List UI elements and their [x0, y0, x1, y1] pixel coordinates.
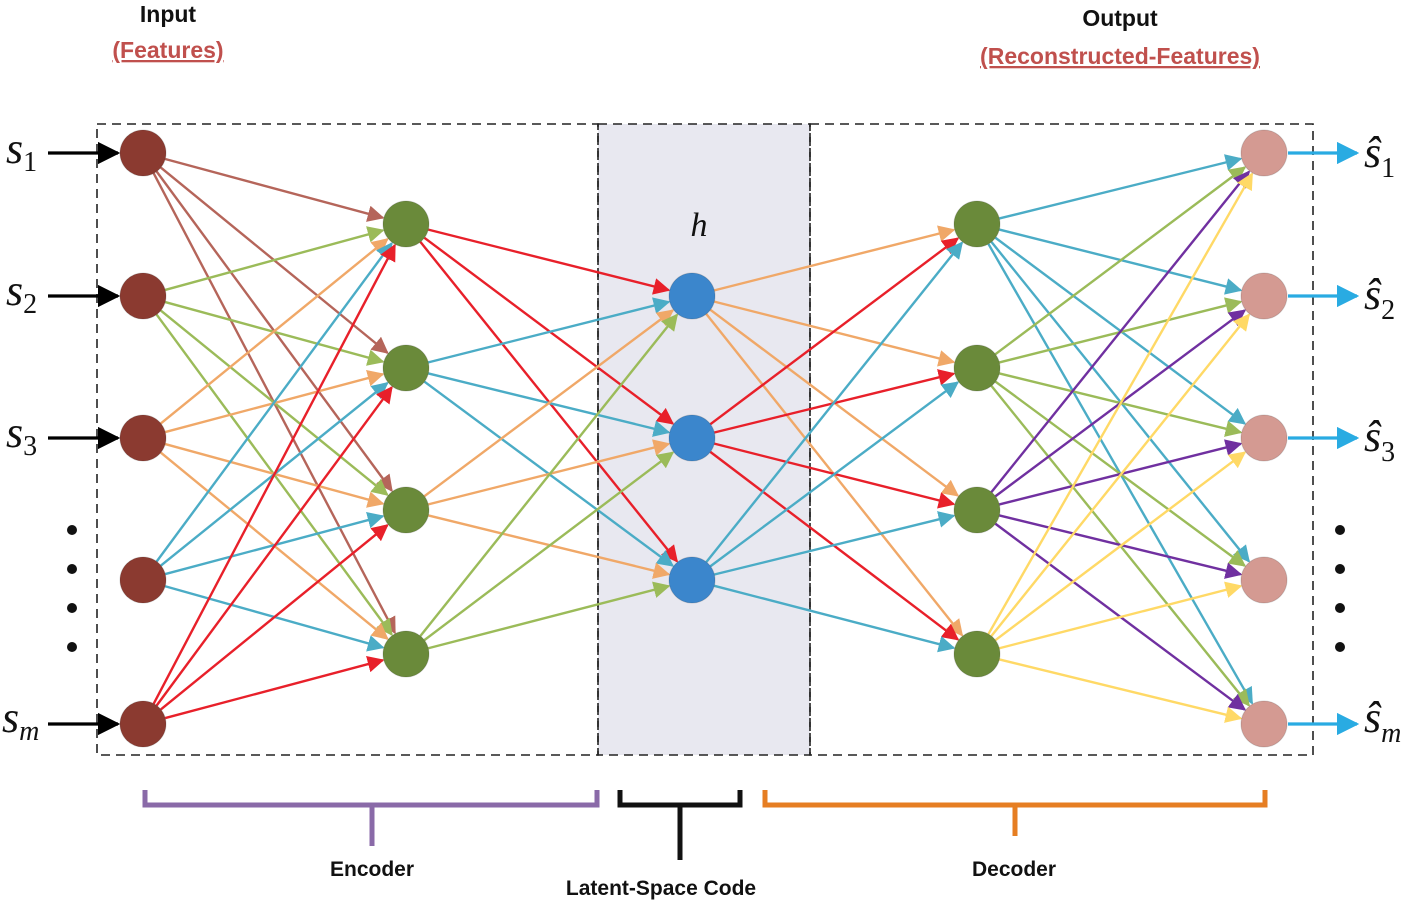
latent-node-3: [668, 556, 716, 604]
output-subtitle: (Reconstructed-Features): [980, 43, 1260, 69]
input-ellipsis: [67, 525, 77, 652]
output-ellipsis: [1335, 525, 1345, 652]
edge-latent3-dec1: [705, 241, 964, 563]
edge-input5-enc2: [155, 385, 393, 707]
input-label-s1: s1: [6, 124, 37, 178]
input-label-s2: s2: [6, 266, 37, 320]
encoder-label: Encoder: [330, 858, 414, 881]
edge-dec4-output4: [998, 581, 1243, 650]
output-label-s3: ŝ3: [1364, 412, 1395, 468]
input-labels: s1 s2 s3 sm: [2, 124, 39, 747]
edge-latent3-dec2: [709, 381, 960, 568]
decoder-hidden-node-2: [953, 344, 1001, 392]
edge-enc3-latent1: [423, 309, 675, 498]
output-node-1: [1240, 129, 1288, 177]
latent-node-1: [668, 272, 716, 320]
input-subtitle: (Features): [112, 37, 223, 63]
edge-latent2-dec1: [709, 237, 960, 426]
latent-bracket: [617, 790, 743, 860]
edge-enc1-latent2: [423, 236, 675, 425]
edge-dec4-output1: [987, 172, 1254, 635]
input-node-4: [119, 556, 167, 604]
output-label-s1: ŝ1: [1364, 128, 1395, 184]
edge-input1-enc1: [164, 157, 385, 222]
edge-input3-enc1: [160, 238, 389, 425]
encoder-hidden-node-3: [382, 486, 430, 534]
edge-input5-enc1: [152, 243, 396, 705]
network-edges: [152, 154, 1254, 723]
output-label-sm: ŝm: [1364, 693, 1401, 749]
edge-enc4-latent2: [423, 451, 675, 642]
decoder-hidden-node-3: [953, 486, 1001, 534]
decoder-bracket: [762, 790, 1268, 836]
edge-latent1-dec1: [714, 225, 956, 292]
edge-dec1-output1: [999, 154, 1243, 220]
encoder-hidden-node-2: [382, 344, 430, 392]
input-title: Input: [140, 1, 197, 27]
edge-input2-enc1: [164, 226, 385, 292]
output-node-4: [1240, 556, 1288, 604]
output-labels: ŝ1 ŝ2 ŝ3 ŝm: [1364, 128, 1401, 749]
input-node-2: [119, 272, 167, 320]
input-node-1: [119, 129, 167, 177]
edge-enc2-latent1: [428, 297, 671, 364]
edge-dec2-output1: [994, 166, 1247, 356]
output-label-s2: ŝ2: [1364, 270, 1395, 326]
edge-input5-enc4: [164, 655, 385, 720]
decoder-hidden-node-1: [953, 200, 1001, 248]
decoder-box: [809, 123, 1314, 756]
latent-node-2: [668, 414, 716, 462]
output-node-3: [1240, 414, 1288, 462]
encoder-bracket: [142, 790, 600, 846]
edge-latent3-dec4: [713, 584, 956, 653]
edge-dec1-output4: [990, 241, 1250, 563]
edge-dec4-output3: [994, 451, 1247, 642]
output-node-2: [1240, 272, 1288, 320]
encoder-hidden-node-4: [382, 630, 430, 678]
decoder-hidden-node-4: [953, 630, 1001, 678]
encoder-box: [96, 123, 599, 756]
edge-dec3-output1: [990, 170, 1251, 493]
edge-enc4-latent3: [427, 581, 671, 650]
edge-dec4-output2: [990, 313, 1251, 637]
decoder-label: Decoder: [972, 858, 1056, 881]
edge-dec4-output5: [999, 658, 1243, 723]
encoder-hidden-node-1: [382, 200, 430, 248]
edge-enc1-latent3: [419, 241, 679, 563]
edge-enc1-latent1: [428, 228, 671, 295]
input-label-s3: s3: [6, 408, 37, 462]
io-arrows: [48, 141, 1360, 736]
edge-latent3-dec3: [714, 511, 956, 576]
input-node-3: [119, 414, 167, 462]
input-label-sm: sm: [2, 693, 39, 747]
network-nodes: [119, 129, 1288, 748]
input-node-5: [119, 700, 167, 748]
latent-label: Latent-Space Code: [566, 877, 756, 900]
edge-input5-enc3: [160, 524, 389, 711]
latent-symbol: h: [691, 207, 708, 244]
output-node-5: [1240, 700, 1288, 748]
output-title: Output: [1082, 5, 1158, 31]
edge-input4-enc1: [155, 241, 393, 563]
edge-enc4-latent1: [419, 313, 679, 637]
